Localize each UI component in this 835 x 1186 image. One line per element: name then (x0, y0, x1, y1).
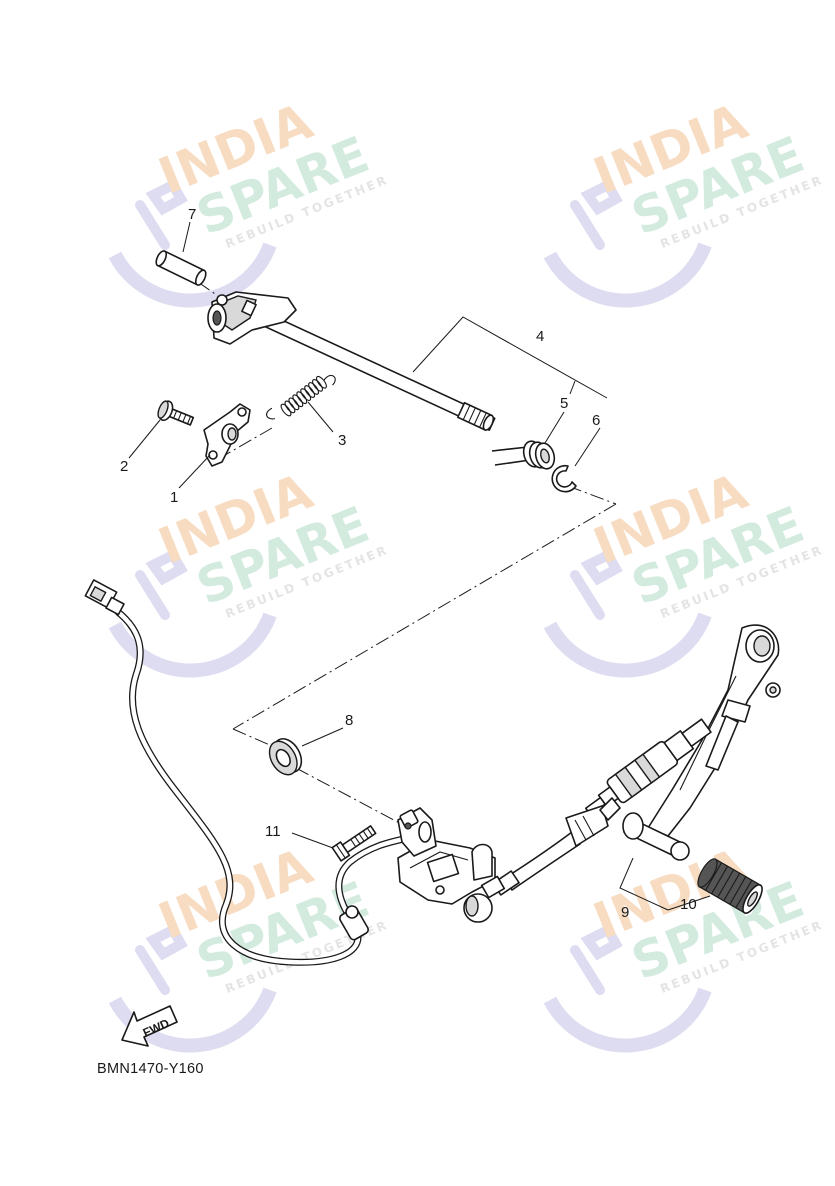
leader-lines (128, 221, 711, 911)
wrench-icon (570, 548, 623, 620)
part-8-oil-seal (268, 737, 303, 776)
wire-harness (84, 579, 412, 966)
harness-grommet (339, 905, 369, 941)
callout-7: 7 (188, 206, 196, 223)
callout-3: 3 (338, 432, 346, 449)
watermark-arc-icon (108, 612, 277, 678)
watermark-logo: INDIA SPARE REBUILD TOGETHER (543, 92, 825, 308)
callout-11: 11 (265, 823, 281, 840)
footpeg (622, 812, 690, 861)
callouts: 7 4 5 6 3 2 1 8 11 9 10 (120, 206, 697, 921)
part-1-stopper-lever (203, 403, 251, 467)
part-2-bolt (157, 400, 195, 426)
callout-2: 2 (120, 458, 128, 475)
link-rod (492, 797, 621, 896)
watermark-logo: INDIA SPARE REBUILD TOGETHER (108, 462, 390, 678)
part-11-bolt (331, 825, 377, 862)
part-5-return-spring (491, 440, 556, 470)
callout-1: 1 (170, 489, 178, 506)
watermark-arc-icon (108, 242, 277, 308)
callout-5: 5 (560, 395, 568, 412)
callout-9: 9 (621, 904, 629, 921)
part-10-pedal-rubber (697, 858, 763, 914)
callout-6: 6 (592, 412, 600, 429)
watermark-arc-icon (543, 242, 712, 308)
part-4-shift-shaft (207, 291, 496, 431)
watermark-logo: INDIA SPARE REBUILD TOGETHER (543, 462, 825, 678)
wrench-icon (135, 548, 188, 620)
watermark-logo: INDIA SPARE REBUILD TOGETHER (108, 92, 390, 308)
wrench-icon (570, 178, 623, 250)
callout-4: 4 (536, 328, 544, 345)
shift-pedal-assembly (397, 624, 781, 923)
diagram-code: BMN1470-Y160 (97, 1061, 204, 1077)
wrench-icon (570, 923, 623, 995)
callout-10: 10 (680, 896, 697, 913)
harness-connector (84, 579, 125, 616)
watermark-arc-icon (543, 612, 712, 678)
shift-bracket (397, 807, 506, 923)
wrench-icon (135, 923, 188, 995)
callout-8: 8 (345, 712, 353, 729)
watermark-arc-icon (543, 987, 712, 1053)
part-3-spring (266, 374, 336, 420)
part-7-pin (155, 250, 207, 286)
part-6-circlip (551, 464, 577, 493)
wrench-icon (135, 178, 188, 250)
